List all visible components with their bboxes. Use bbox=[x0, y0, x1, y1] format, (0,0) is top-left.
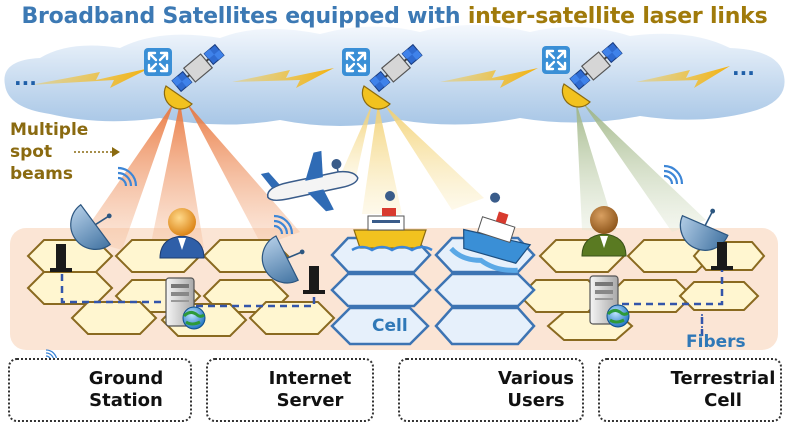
ship-icon bbox=[351, 191, 433, 252]
beam-label-line1: Multiple bbox=[10, 120, 89, 140]
legend-cell-line1: Terrestrial bbox=[670, 368, 776, 389]
cell-label: Cell bbox=[372, 316, 408, 336]
legend-cell-line2: Cell bbox=[704, 390, 742, 411]
satellite bbox=[540, 40, 625, 108]
legend-various-users: Various Users bbox=[398, 358, 584, 422]
ground-station bbox=[254, 214, 325, 294]
airplane-icon bbox=[260, 150, 359, 212]
ellipsis-right: ... bbox=[732, 56, 755, 80]
ellipsis-left: ... bbox=[14, 66, 37, 90]
cruise-ship-icon bbox=[449, 192, 532, 273]
satellite bbox=[142, 42, 227, 110]
legend-server-line2: Server bbox=[276, 390, 344, 411]
legend-ground-station: Ground Station bbox=[8, 358, 192, 422]
fibers-label: Fibers bbox=[686, 332, 746, 352]
ground-station bbox=[662, 164, 733, 270]
diagram-title: Broadband Satellites equipped with inter… bbox=[0, 2, 789, 32]
legend-users-line1: Various bbox=[497, 368, 575, 389]
ground-station bbox=[50, 166, 138, 272]
legend-ground-line2: Station bbox=[89, 390, 163, 411]
legend-server-line1: Internet bbox=[268, 368, 352, 389]
legend-ground-line1: Ground bbox=[88, 368, 164, 389]
legend-terrestrial-cell: Terrestrial Cell bbox=[598, 358, 782, 422]
legend-internet-server: Internet Server bbox=[206, 358, 374, 422]
beam-pointer-arrow bbox=[74, 147, 120, 157]
legend-users-line2: Users bbox=[507, 390, 565, 411]
laser-link bbox=[30, 66, 730, 88]
title-part-laser-links: inter-satellite laser links bbox=[467, 4, 768, 29]
beam-label-line3: beams bbox=[10, 164, 74, 184]
beam-label-line2: spot bbox=[10, 142, 53, 162]
title-part-satellites: Broadband Satellites equipped with bbox=[21, 4, 461, 29]
satellite bbox=[340, 42, 425, 110]
